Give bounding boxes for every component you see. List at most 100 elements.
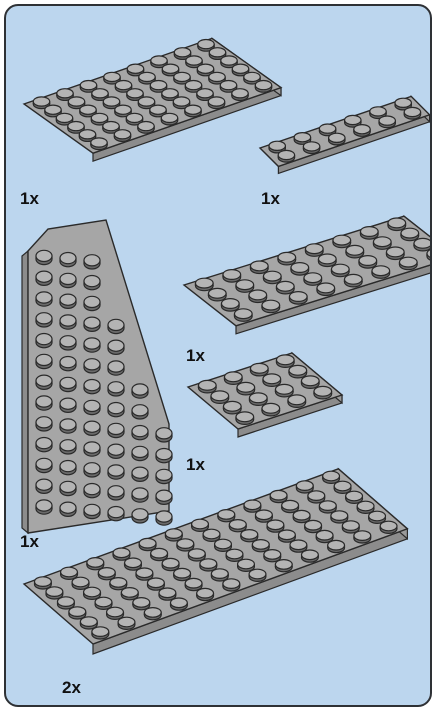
plate-2x6-part — [260, 96, 430, 173]
stud — [60, 481, 76, 495]
stud — [139, 538, 156, 550]
stud — [319, 501, 336, 513]
stud — [60, 273, 76, 287]
stud — [72, 577, 89, 589]
stud — [46, 587, 63, 599]
stud — [84, 421, 100, 435]
stud — [36, 354, 52, 368]
stud — [401, 228, 419, 241]
stud — [156, 511, 172, 525]
stud — [308, 491, 325, 503]
stud — [60, 419, 76, 433]
stud — [84, 442, 100, 456]
stud — [121, 588, 138, 600]
stud — [296, 481, 313, 493]
stud — [108, 444, 124, 458]
stud — [380, 521, 397, 533]
stud — [263, 374, 281, 387]
stud — [108, 423, 124, 437]
stud — [92, 627, 109, 639]
stud — [87, 558, 104, 570]
stud — [218, 510, 235, 522]
plate-6x12-quantity: 2x — [62, 678, 81, 698]
stud — [95, 597, 112, 609]
stud — [237, 382, 255, 395]
stud — [132, 405, 148, 419]
stud — [373, 237, 391, 250]
stud — [108, 319, 124, 333]
stud — [262, 403, 280, 416]
stud — [195, 278, 213, 290]
stud — [223, 401, 241, 414]
stud — [234, 309, 252, 321]
stud — [159, 588, 176, 600]
stud — [328, 540, 345, 552]
stud — [208, 97, 224, 109]
stud — [60, 336, 76, 350]
stud — [156, 490, 172, 504]
stud — [84, 338, 100, 352]
stud — [91, 138, 107, 150]
stud — [84, 380, 100, 394]
stud — [60, 440, 76, 454]
stud — [197, 588, 214, 600]
wedge-plate-quantity: 1x — [20, 532, 39, 552]
stud — [108, 507, 124, 521]
stud — [354, 125, 370, 137]
stud — [290, 540, 307, 552]
stud — [84, 587, 101, 599]
stud — [333, 235, 351, 248]
stud — [36, 334, 52, 348]
stud — [263, 271, 281, 283]
stud — [118, 617, 135, 629]
stud — [305, 244, 323, 256]
stud — [211, 569, 228, 581]
wedge-plate-part — [22, 220, 172, 533]
stud — [188, 549, 205, 561]
stud — [276, 355, 294, 368]
stud — [323, 471, 340, 483]
stud — [226, 549, 243, 561]
stud — [278, 252, 296, 264]
stud — [113, 548, 130, 560]
stud — [60, 377, 76, 391]
plate-4x8-part — [184, 216, 432, 334]
stud — [60, 398, 76, 412]
plate-4x8-quantity: 1x — [186, 346, 205, 366]
stud — [236, 280, 254, 292]
stud — [60, 315, 76, 329]
stud — [84, 255, 100, 269]
stud — [278, 150, 294, 162]
plate-6x8-quantity: 1x — [20, 189, 39, 209]
stud — [288, 395, 306, 408]
stud — [36, 458, 52, 472]
stud — [262, 300, 280, 312]
stud — [35, 577, 52, 589]
stud — [144, 608, 161, 620]
stud — [192, 519, 209, 531]
stud — [156, 449, 172, 463]
stud — [255, 81, 271, 93]
stud — [317, 283, 335, 296]
stud — [125, 558, 142, 570]
stud — [36, 438, 52, 452]
stud — [289, 365, 307, 378]
stud — [388, 218, 406, 231]
stud — [404, 107, 420, 119]
stud — [303, 142, 319, 154]
stud — [318, 254, 336, 267]
stud — [108, 340, 124, 354]
stud — [301, 376, 319, 389]
stud — [267, 520, 284, 532]
stud — [80, 617, 97, 629]
stud — [114, 130, 130, 142]
stud — [108, 361, 124, 375]
stud — [249, 569, 266, 581]
stud — [84, 463, 100, 477]
stud — [238, 559, 255, 571]
stud — [108, 465, 124, 479]
stud — [132, 509, 148, 523]
stud — [252, 540, 269, 552]
stud — [329, 133, 345, 145]
stud — [156, 428, 172, 442]
